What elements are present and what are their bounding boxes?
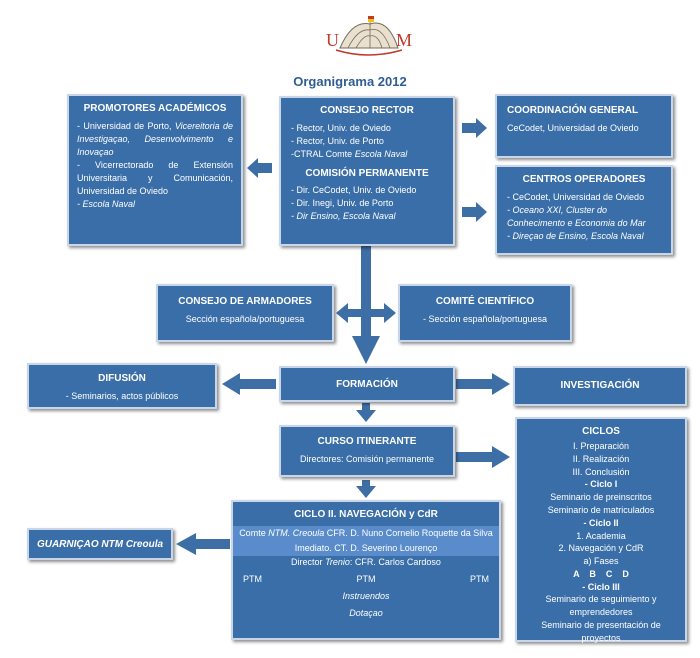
curso-title: CURSO ITINERANTE: [317, 436, 417, 447]
centros-item: - CeCodet, Universidad de Oviedo: [507, 191, 645, 202]
ptm-label: PTM: [356, 573, 376, 584]
formacion-box: FORMACIÓN: [279, 366, 455, 402]
coordinacion-title: COORDINACIÓN GENERAL: [507, 105, 639, 116]
comite-title: COMITÉ CIENTÍFICO: [435, 296, 535, 307]
centros-item: - Direçao de Ensino, Escola Naval: [507, 230, 644, 241]
promotores-item-escola: - Escola Naval: [77, 198, 136, 209]
centros-title: CENTROS OPERADORES: [522, 174, 646, 185]
logo-icon: U M: [326, 16, 412, 56]
promotores-title: PROMOTORES ACADÉMICOS: [83, 103, 227, 114]
ciclos-line: I. Preparación: [572, 441, 630, 452]
comision-item: - Dir Ensino, Escola Naval: [291, 211, 396, 222]
difusion-box: DIFUSIÓN - Seminarios, actos públicos: [27, 363, 217, 409]
ciclo2-box: CICLO II. NAVEGACIÓN y CdR Comte NTM. Cr…: [231, 500, 501, 640]
armadores-box: CONSEJO DE ARMADORES Sección española/po…: [156, 284, 334, 342]
arrow-double-councils: [336, 303, 396, 323]
ciclo2-director: Director Trenio: CFR. Carlos Cardoso: [291, 556, 441, 567]
ciclo2-imediato: Imediato. CT. D. Severino Lourenço: [233, 540, 499, 556]
ciclo2-title: CICLO II. NAVEGACIÓN y CdR: [294, 509, 438, 520]
ciclos-line: a) Fases: [583, 556, 619, 567]
consejo-rector-item: -CTRAL Comte Escola Naval: [291, 148, 408, 159]
arrow-down-formacion: [352, 244, 380, 364]
comision-item: - Dir. CeCodet, Univ. de Oviedo: [291, 185, 417, 196]
ptm-row: PTM PTM PTM: [239, 569, 493, 586]
ciclos-line: II. Realización: [572, 453, 630, 464]
promotores-item-porto: - Universidad de Porto, Vicereitoria de …: [77, 120, 233, 157]
formacion-title: FORMACIÓN: [336, 379, 398, 390]
arrow-left-difusion: [222, 373, 276, 395]
centros-box: CENTROS OPERADORES - CeCodet, Universida…: [495, 165, 673, 255]
guarnicao-box: GUARNIÇAO NTM Creoula: [27, 528, 173, 560]
ciclos-line: Seminario de preinscritos: [550, 492, 652, 503]
ciclos-line: 2. Navegación y CdR: [558, 543, 644, 554]
ciclos-line: - Ciclo I: [584, 479, 618, 490]
promotores-box: PROMOTORES ACADÉMICOS - Universidad de P…: [67, 94, 243, 246]
comision-permanente-title: COMISIÓN PERMANENTE: [305, 167, 429, 179]
arrow-right-ciclos: [456, 446, 510, 468]
arrow-right-centros: [462, 202, 487, 222]
ciclos-line: A B C D: [573, 568, 629, 579]
instruendos-label: Instruendos: [342, 590, 390, 601]
ciclos-box: CICLOS I. Preparación II. Realización II…: [515, 417, 687, 643]
comision-item: - Dir. Inegi, Univ. de Porto: [291, 198, 394, 209]
arrow-left-guarnicao: [176, 533, 230, 555]
ciclos-line: - Ciclo III: [582, 581, 620, 592]
logo-letter-u: U: [326, 30, 339, 50]
coordinacion-text: CeCodet, Universidad de Oviedo: [507, 122, 639, 133]
arrow-right-coordinacion: [462, 118, 487, 138]
consejo-rector-title: CONSEJO RECTOR: [320, 105, 414, 116]
comite-box: COMITÉ CIENTÍFICO - Sección española/por…: [398, 284, 572, 342]
consejo-rector-item: - Rector, Univ. de Oviedo: [291, 122, 391, 133]
consejo-rector-box: CONSEJO RECTOR - Rector, Univ. de Oviedo…: [279, 96, 455, 246]
curso-text: Directores: Comisión permanente: [299, 453, 435, 464]
logo-letter-m: M: [396, 30, 412, 50]
arrow-down-ciclo2: [356, 480, 376, 498]
curso-box: CURSO ITINERANTE Directores: Comisión pe…: [279, 425, 455, 477]
promotores-item-oviedo: - Vicerrectorado de Extensión Universita…: [77, 159, 233, 196]
page-title: Organigrama 2012: [293, 74, 407, 89]
comite-text: - Sección española/portuguesa: [422, 313, 548, 324]
centros-item: - Oceano XXI, Cluster do Conhecimento e …: [507, 204, 646, 228]
arrow-right-investigacion: [456, 373, 510, 395]
ciclos-line: Seminario de presentación de proyectos: [541, 619, 661, 643]
guarnicao-title: GUARNIÇAO NTM Creoula: [36, 539, 164, 550]
ciclos-title: CICLOS: [582, 426, 620, 437]
investigacion-title: INVESTIGACIÓN: [560, 380, 640, 391]
ciclos-line: III. Conclusión: [572, 466, 630, 477]
ciclo2-comandante: Comte NTM. Creoula CFR. D. Nuno Cornelio…: [233, 525, 499, 541]
arrow-down-curso: [356, 403, 376, 422]
ptm-label: PTM: [243, 573, 262, 584]
arrow-left-promotores: [247, 158, 272, 178]
consejo-rector-item: - Rector, Univ. de Porto: [291, 135, 384, 146]
difusion-title: DIFUSIÓN: [98, 373, 146, 384]
ciclos-line: Seminario de seguimiento y emprendedores: [545, 594, 657, 618]
armadores-text: Sección española/portuguesa: [185, 313, 305, 324]
coordinacion-box: COORDINACIÓN GENERAL CeCodet, Universida…: [495, 94, 673, 158]
dotacao-label: Dotaçao: [349, 607, 383, 618]
ptm-label: PTM: [470, 573, 489, 584]
difusion-text: - Seminarios, actos públicos: [65, 390, 179, 401]
investigacion-box: INVESTIGACIÓN: [513, 366, 687, 406]
ciclos-line: 1. Academia: [576, 530, 626, 541]
armadores-title: CONSEJO DE ARMADORES: [178, 296, 312, 307]
ciclos-line: Seminario de matriculados: [547, 505, 655, 516]
ciclos-line: - Ciclo II: [583, 517, 619, 528]
